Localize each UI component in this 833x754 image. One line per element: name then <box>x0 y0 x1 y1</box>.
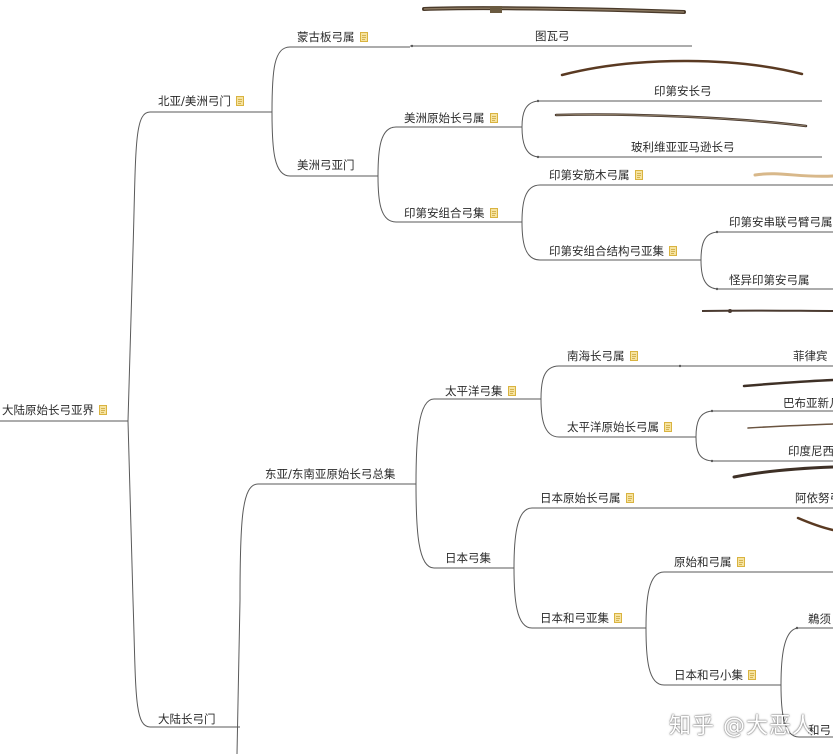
note-icon[interactable] <box>235 96 244 106</box>
note-icon[interactable] <box>736 557 745 567</box>
node-indian-sinew-label: 印第安筋木弓属 <box>549 168 630 182</box>
bow-image-ainu <box>796 516 833 532</box>
node-japan-wa-small-label: 日本和弓小集 <box>674 668 743 682</box>
bow-image-weird-indian <box>701 309 833 313</box>
node-continental-label: 大陆长弓门 <box>158 712 216 726</box>
node-ainu[interactable]: 阿依努弓 <box>795 491 833 505</box>
node-japan-wa-label: 日本和弓亚集 <box>540 611 609 625</box>
node-root[interactable]: 大陆原始长弓亚界 <box>2 402 107 418</box>
node-primitive-wa[interactable]: 原始和弓属 <box>674 554 745 570</box>
node-east-asia-label: 东亚/东南亚原始长弓总集 <box>265 467 396 481</box>
node-america-primitive[interactable]: 美洲原始长弓属 <box>404 110 498 126</box>
node-mongol[interactable]: 蒙古板弓属 <box>297 29 368 45</box>
node-japan-set[interactable]: 日本弓集 <box>445 550 491 566</box>
node-wa-last[interactable]: 和弓 <box>808 723 831 737</box>
node-primitive-wa-label: 原始和弓属 <box>674 555 732 569</box>
bow-image-indonesia <box>732 465 833 479</box>
node-japan-wa-small[interactable]: 日本和弓小集 <box>674 667 756 683</box>
node-america-primitive-label: 美洲原始长弓属 <box>404 111 485 125</box>
node-japan-set-label: 日本弓集 <box>445 551 491 565</box>
node-tuva[interactable]: 图瓦弓 <box>535 29 570 43</box>
node-south-sea[interactable]: 南海长弓属 <box>567 348 638 364</box>
node-japan-wa[interactable]: 日本和弓亚集 <box>540 610 622 626</box>
node-kagoshima[interactable]: 鵜须 <box>808 612 831 626</box>
note-icon[interactable] <box>507 386 516 396</box>
node-indian-longbow[interactable]: 印第安长弓 <box>654 84 712 98</box>
bow-image-indian-longbow <box>560 59 804 77</box>
bow-image-tuva <box>422 6 686 14</box>
bow-image-bolivia <box>554 113 808 128</box>
note-icon[interactable] <box>489 208 498 218</box>
node-pacific-primitive-label: 太平洋原始长弓属 <box>567 420 659 434</box>
node-indian-sinew[interactable]: 印第安筋木弓属 <box>549 167 643 183</box>
node-mongol-label: 蒙古板弓属 <box>297 30 355 44</box>
bow-image-pacific <box>742 378 833 388</box>
note-icon[interactable] <box>748 670 756 680</box>
node-indian-composite-struct-label: 印第安组合结构弓亚集 <box>549 244 664 258</box>
bow-image-papua <box>747 423 833 429</box>
node-pacific[interactable]: 太平洋弓集 <box>445 383 516 399</box>
note-icon[interactable] <box>489 113 498 123</box>
note-icon[interactable] <box>664 422 672 432</box>
node-east-asia[interactable]: 东亚/东南亚原始长弓总集 <box>265 466 395 482</box>
watermark: 知乎 @大恶人 <box>669 714 815 739</box>
note-icon[interactable] <box>625 493 634 503</box>
node-indian-composite-set[interactable]: 印第安组合弓集 <box>404 205 498 221</box>
node-pacific-primitive[interactable]: 太平洋原始长弓属 <box>567 419 672 435</box>
bow-image-indian-sinew <box>753 172 833 178</box>
note-icon[interactable] <box>99 405 107 415</box>
node-indian-serial[interactable]: 印第安串联弓臂弓属 <box>729 215 833 229</box>
node-japan-primitive-label: 日本原始长弓属 <box>540 491 621 505</box>
node-north-asia-label: 北亚/美洲弓门 <box>158 94 231 108</box>
node-pacific-label: 太平洋弓集 <box>445 384 503 398</box>
node-indian-composite-set-label: 印第安组合弓集 <box>404 206 485 220</box>
node-indian-composite-struct[interactable]: 印第安组合结构弓亚集 <box>549 243 677 259</box>
note-icon[interactable] <box>614 613 622 623</box>
note-icon[interactable] <box>359 32 368 42</box>
note-icon[interactable] <box>629 351 638 361</box>
node-weird-indian[interactable]: 怪异印第安弓属 <box>729 273 810 287</box>
node-philippine[interactable]: 菲律宾 <box>793 349 828 363</box>
node-continental[interactable]: 大陆长弓门 <box>158 711 216 727</box>
node-japan-primitive[interactable]: 日本原始长弓属 <box>540 490 634 506</box>
node-america-sub[interactable]: 美洲弓亚门 <box>297 157 355 173</box>
node-papua[interactable]: 巴布亚新几 <box>783 396 833 410</box>
node-root-label: 大陆原始长弓亚界 <box>2 403 94 417</box>
note-icon[interactable] <box>634 170 643 180</box>
note-icon[interactable] <box>669 246 677 256</box>
node-north-asia[interactable]: 北亚/美洲弓门 <box>158 93 244 109</box>
node-america-sub-label: 美洲弓亚门 <box>297 158 355 172</box>
node-south-sea-label: 南海长弓属 <box>567 349 625 363</box>
node-bolivia[interactable]: 玻利维亚亚马逊长弓 <box>631 140 735 154</box>
node-indonesia[interactable]: 印度尼西 <box>788 444 833 458</box>
